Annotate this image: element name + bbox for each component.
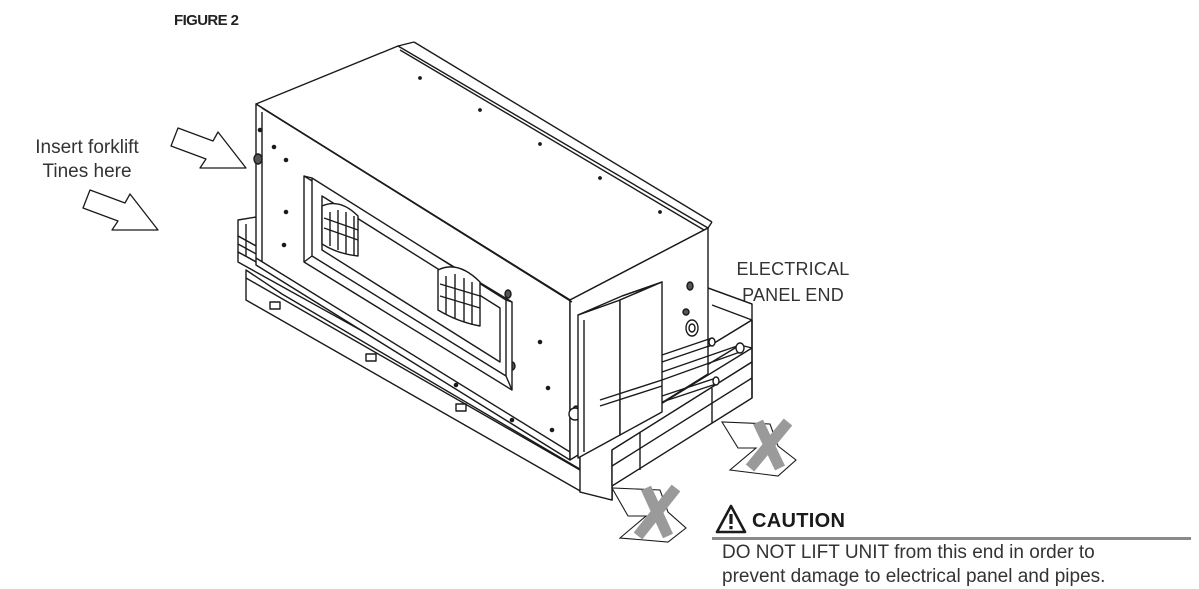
no-lift-zone-left bbox=[611, 484, 687, 543]
no-lift-zone-right bbox=[720, 418, 797, 477]
forklift-instruction-line-2: Tines here bbox=[42, 161, 132, 182]
electrical-box bbox=[577, 281, 663, 459]
caution-message-line-1: DO NOT LIFT UNIT from this end in order … bbox=[722, 542, 1095, 563]
pipes bbox=[599, 281, 745, 407]
electrical-panel-label-line-2: PANEL END bbox=[742, 285, 844, 305]
caution-title: CAUTION bbox=[752, 510, 846, 532]
blower-opening bbox=[303, 175, 513, 391]
caution-message: DO NOT LIFT UNIT from this end in order … bbox=[722, 541, 1197, 589]
forklift-instruction-line-1: Insert forklift bbox=[35, 137, 139, 158]
x-mark-icon bbox=[633, 484, 681, 540]
caution-message-line-2: prevent damage to electrical panel and p… bbox=[722, 566, 1106, 587]
forklift-instruction: Insert forklift Tines here bbox=[4, 136, 170, 184]
warning-triangle-icon bbox=[715, 504, 747, 534]
right-down-arrow-icon bbox=[82, 189, 159, 231]
x-mark-icon bbox=[745, 418, 793, 472]
forklift-arrows bbox=[82, 127, 247, 231]
electrical-panel-label: ELECTRICAL PANEL END bbox=[708, 256, 878, 308]
no-lift-zones bbox=[611, 418, 797, 543]
electrical-panel-label-line-1: ELECTRICAL bbox=[736, 259, 850, 279]
right-down-arrow-icon bbox=[170, 127, 247, 169]
caution-divider bbox=[712, 537, 1191, 540]
figure-label: FIGURE 2 bbox=[174, 12, 239, 29]
